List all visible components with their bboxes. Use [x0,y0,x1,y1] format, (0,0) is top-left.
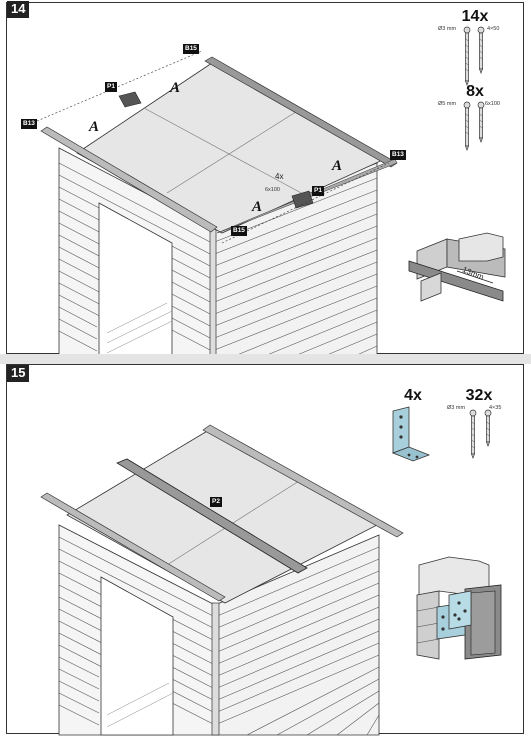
part-tag-b13-right: B13 [390,150,406,160]
detail-circle [408,232,506,302]
part-tag-p1-bottom: P1 [312,186,324,196]
marker-a: A [89,119,100,135]
marker-a: A [252,199,263,215]
screw-spec-right: 6x100 [485,101,500,107]
beam-top [202,424,404,538]
shed-illustration [40,424,404,736]
door-opening [100,576,174,736]
screw-icon [469,409,492,459]
detail-circle [416,556,502,660]
screw-icon [463,101,485,151]
angle-bracket-icon [391,406,431,462]
marker-a: A [332,158,343,174]
p1-top-block [118,91,142,108]
marker-a: A [170,80,181,96]
screw-icon [463,26,485,86]
part-tag-p1-top: P1 [105,82,117,92]
screw-spec-left: Ø3 mm [438,26,457,32]
step-15-panel: 15 [6,364,524,736]
beam-left [40,492,226,602]
corner-post [211,602,220,736]
assembly-note-spec: 6x100 [265,187,280,193]
screw-spec-right: 4×35 [489,405,502,411]
part-tag-b15-top: B15 [183,44,199,54]
beam-p2 [116,458,308,574]
section-divider [0,354,531,364]
hardware-qty: 32x [465,387,493,404]
part-tag-p2: P2 [210,497,222,507]
beam-b13-left [40,126,218,233]
screw-spec-left: Ø3 mm [447,405,466,411]
screw-spec-left: Ø5 mm [438,101,457,107]
assembly-note-qty: 4x [275,172,284,181]
step-number: 15 [7,365,30,382]
p1-bottom-block [291,190,314,209]
part-tag-b15-bottom: B15 [231,226,247,236]
step-14-panel: 14 [6,1,524,356]
hardware-qty: 4x [404,387,422,404]
hardware-qty: 8x [466,83,484,100]
step-number: 14 [7,1,30,18]
part-tag-b13-left: B13 [21,119,37,129]
corner-post [209,227,217,356]
hardware-qty: 14x [461,8,489,25]
screw-spec-right: 4×50 [487,26,500,32]
